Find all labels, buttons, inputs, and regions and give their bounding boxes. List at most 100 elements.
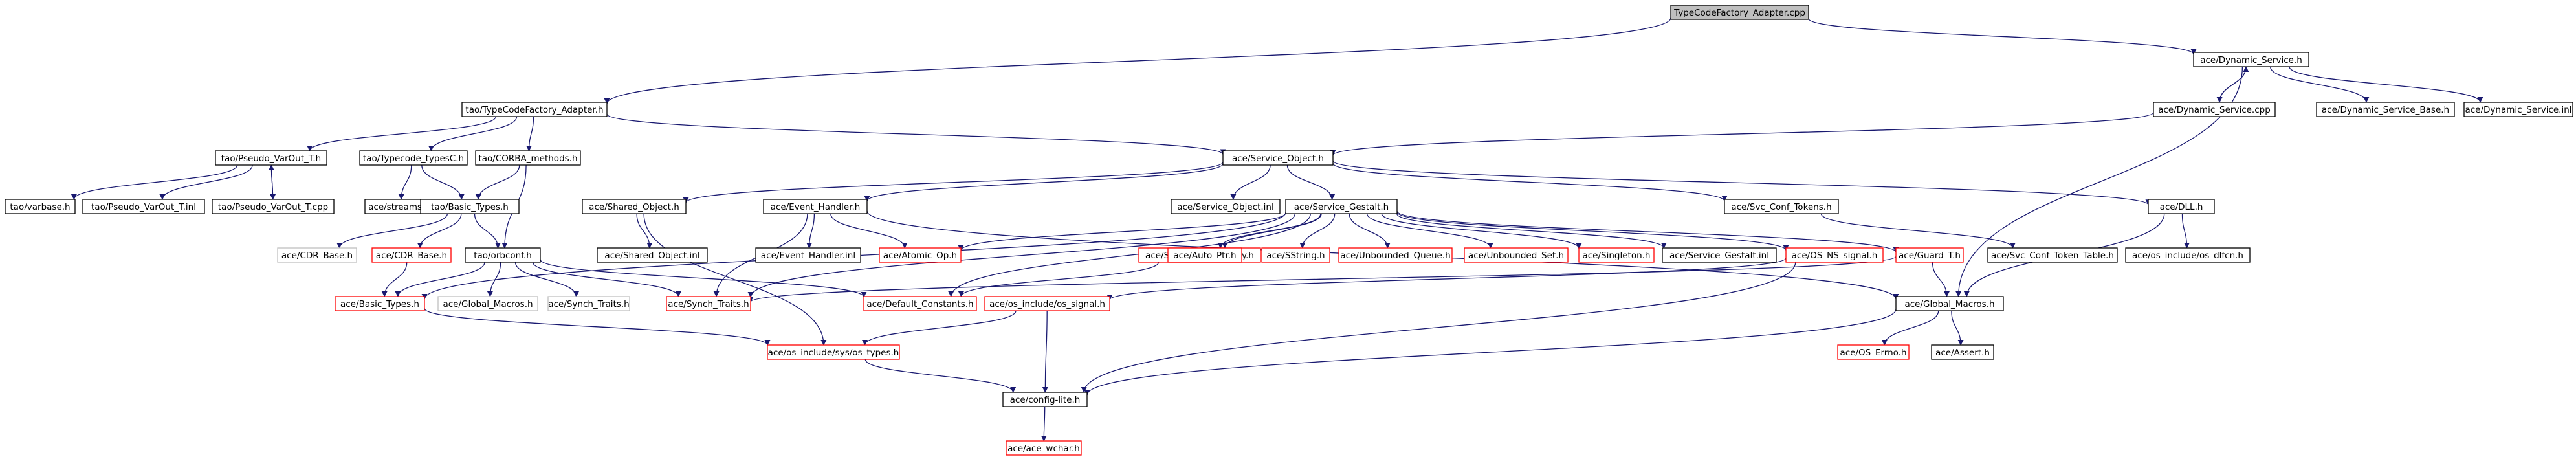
node-label: ace/Atomic_Op.h: [883, 251, 957, 261]
node-box: [1464, 247, 1569, 263]
node-label: ace/Global_Macros.h: [443, 299, 533, 309]
node-box: [1002, 392, 1088, 407]
graph-node[interactable]: ace/Synch_Traits.h: [547, 296, 630, 311]
edge-n3-to-n11: [159, 164, 253, 200]
node-box: [582, 199, 687, 214]
graph-node[interactable]: ace/Dynamic_Service.cpp: [2153, 102, 2276, 117]
graph-node[interactable]: ace/Auto_Ptr.h: [1167, 247, 1242, 263]
edge-n12-to-n3: [268, 164, 274, 200]
edge-n44-to-n48: [1084, 309, 1897, 396]
graph-node[interactable]: ace/os_include/os_dlfcn.h: [2125, 247, 2251, 263]
node-label: ace/OS_Errno.h: [1840, 348, 1906, 358]
edge-n38-to-n45: [424, 308, 771, 346]
graph-node[interactable]: TypeCodeFactory_Adapter.cpp: [1670, 5, 1809, 20]
node-box: [2153, 102, 2276, 117]
node-box: [597, 247, 708, 263]
node-label: ace/Dynamic_Service_Base.h: [2322, 105, 2449, 115]
edge-n44-to-n47: [1951, 310, 1964, 346]
edge-n19-to-n27: [1217, 213, 1321, 249]
node-label: tao/Pseudo_VarOut_T.inl: [91, 202, 196, 212]
node-box: [2125, 247, 2251, 263]
graph-node[interactable]: ace/Singleton.h: [1578, 247, 1655, 263]
node-label: ace/Dynamic_Service.h: [2200, 55, 2302, 65]
graph-node[interactable]: ace/os_include/sys/os_types.h: [767, 344, 900, 360]
graph-node[interactable]: ace/Default_Constants.h: [863, 296, 977, 311]
node-label: ace/Dynamic_Service.cpp: [2158, 105, 2271, 115]
graph-node[interactable]: ace/Unbounded_Queue.h: [1338, 247, 1453, 263]
graph-node[interactable]: tao/Basic_Types.h: [420, 199, 520, 214]
edge-n15-to-n40: [514, 262, 579, 297]
graph-node[interactable]: ace/Dynamic_Service_Base.h: [2316, 102, 2455, 117]
dependency-nodes: TypeCodeFactory_Adapter.cpp tao/TypeCodeF…: [5, 5, 2573, 456]
node-label: ace/Auto_Ptr.h: [1173, 251, 1236, 261]
node-label: ace/ace_wchar.h: [1007, 443, 1080, 454]
graph-node[interactable]: ace/CDR_Base.h: [371, 247, 452, 263]
graph-node[interactable]: ace/Guard_T.h: [1895, 247, 1964, 263]
graph-node[interactable]: tao/Pseudo_VarOut_T.h: [215, 150, 327, 166]
graph-node[interactable]: ace/DLL.h: [2148, 199, 2215, 214]
graph-node[interactable]: ace/Atomic_Op.h: [879, 247, 962, 263]
graph-node[interactable]: ace/Svc_Conf_Token_Table.h: [1987, 247, 2118, 263]
graph-node[interactable]: tao/CORBA_methods.h: [475, 150, 581, 166]
node-box: [666, 296, 751, 311]
node-box: [1171, 199, 1281, 214]
graph-node[interactable]: ace/ace_wchar.h: [1006, 440, 1082, 456]
graph-node[interactable]: ace/Service_Gestalt.inl: [1662, 247, 1777, 263]
node-box: [2148, 199, 2215, 214]
graph-node[interactable]: ace/CDR_Base.h: [277, 247, 357, 263]
node-box: [277, 247, 357, 263]
graph-node[interactable]: ace/Service_Object.h: [1222, 150, 1334, 166]
graph-node[interactable]: ace/SString.h: [1261, 247, 1330, 263]
node-box: [359, 150, 468, 166]
graph-node[interactable]: ace/Service_Object.inl: [1171, 199, 1281, 214]
node-box: [2316, 102, 2455, 117]
graph-node[interactable]: tao/orbconf.h: [465, 247, 541, 263]
edge-n23-to-n38: [381, 262, 408, 297]
edge-n15-to-n41: [532, 262, 681, 297]
graph-node[interactable]: ace/Shared_Object.inl: [597, 247, 708, 263]
node-box: [1261, 247, 1330, 263]
graph-node[interactable]: tao/Typecode_typesC.h: [359, 150, 468, 166]
edge-n19-to-n34: [1396, 211, 1789, 251]
node-box: [1895, 296, 2004, 311]
graph-node[interactable]: ace/Assert.h: [1931, 344, 1994, 360]
graph-node[interactable]: ace/Service_Gestalt.h: [1285, 199, 1398, 214]
graph-node[interactable]: ace/Dynamic_Service.inl: [2463, 102, 2573, 117]
graph-node[interactable]: ace/Global_Macros.h: [1895, 296, 2004, 311]
node-label: ace/Synch_Traits.h: [668, 299, 749, 309]
graph-node[interactable]: tao/Pseudo_VarOut_T.inl: [82, 199, 205, 214]
node-label: ace/streams.h: [368, 202, 430, 212]
graph-node[interactable]: tao/varbase.h: [5, 199, 76, 214]
edge-n19-to-n26: [958, 212, 1286, 251]
graph-node[interactable]: ace/Global_Macros.h: [437, 296, 538, 311]
graph-node[interactable]: ace/Unbounded_Set.h: [1464, 247, 1569, 263]
graph-node[interactable]: ace/Svc_Conf_Tokens.h: [1724, 199, 1839, 214]
edge-n27-to-n42: [958, 262, 1160, 297]
graph-node[interactable]: ace/OS_Errno.h: [1837, 344, 1910, 360]
edge-n19-to-n29: [1299, 213, 1336, 249]
graph-node[interactable]: ace/OS_NS_signal.h: [1785, 247, 1884, 263]
graph-node[interactable]: ace/config-lite.h: [1002, 392, 1088, 407]
node-box: [1724, 199, 1839, 214]
graph-node[interactable]: tao/Pseudo_VarOut_T.cpp: [212, 199, 335, 214]
graph-node[interactable]: ace/Event_Handler.inl: [755, 247, 861, 263]
node-box: [1931, 344, 1994, 360]
edge-n43-to-n45: [862, 310, 1017, 346]
node-label: ace/Event_Handler.h: [771, 202, 861, 212]
graph-node[interactable]: ace/Synch_Traits.h: [666, 296, 751, 311]
node-label: ace/Svc_Conf_Tokens.h: [1731, 202, 1831, 212]
edge-n6-to-n19: [1286, 164, 1336, 200]
edge-n34-to-n43: [1106, 258, 1787, 300]
node-box: [335, 296, 425, 311]
node-label: ace/Dynamic_Service.inl: [2465, 105, 2571, 115]
graph-node[interactable]: tao/TypeCodeFactory_Adapter.h: [461, 102, 608, 117]
graph-node[interactable]: ace/Basic_Types.h: [335, 296, 425, 311]
graph-node[interactable]: ace/os_include/os_signal.h: [984, 296, 1110, 311]
graph-node[interactable]: ace/Event_Handler.h: [763, 199, 868, 214]
graph-node[interactable]: ace/Shared_Object.h: [582, 199, 687, 214]
graph-node[interactable]: ace/Dynamic_Service.h: [2193, 52, 2309, 67]
node-box: [755, 247, 861, 263]
node-label: ace/os_include/os_dlfcn.h: [2132, 251, 2243, 261]
edge-n7-to-n2: [2219, 66, 2249, 103]
node-label: ace/Basic_Types.h: [340, 299, 419, 309]
